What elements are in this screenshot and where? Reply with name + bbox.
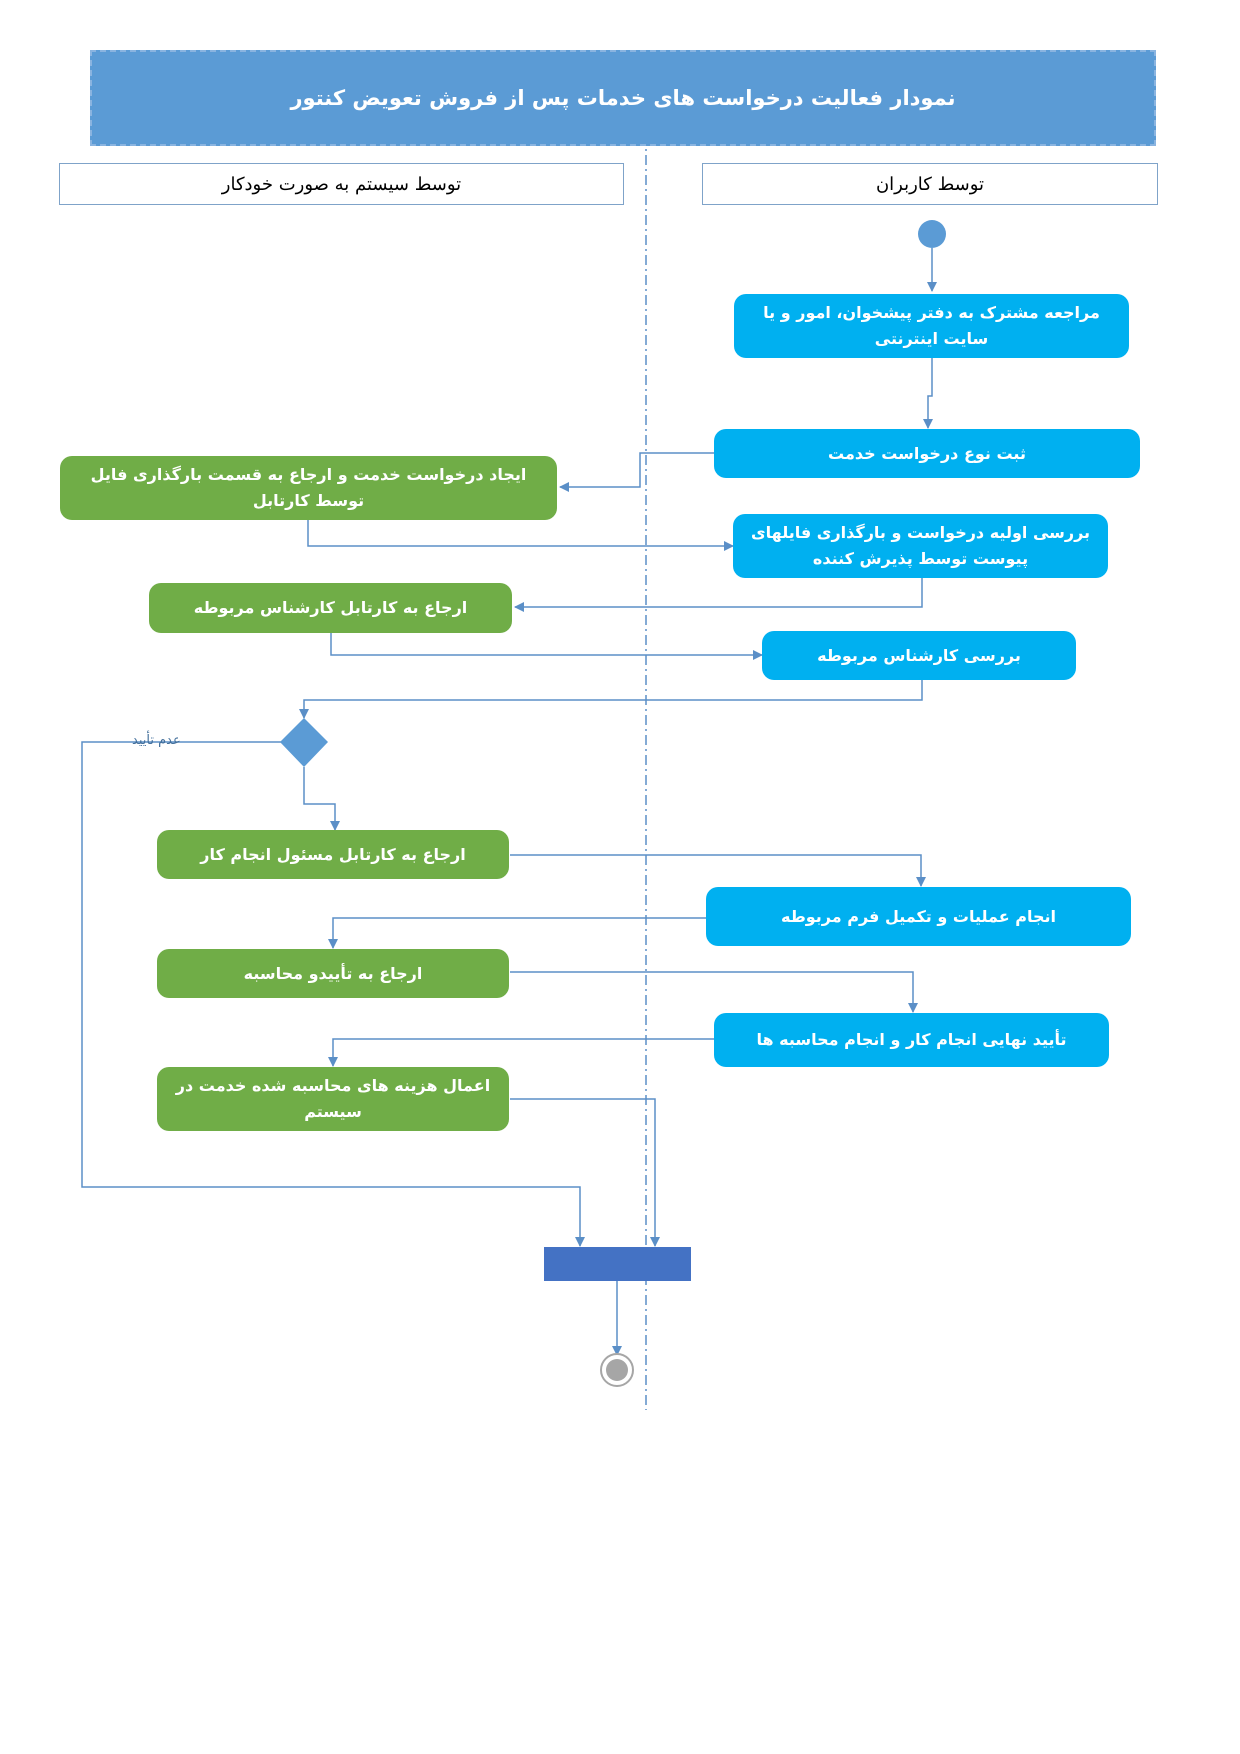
lane-label-system: توسط سیستم به صورت خودکار [221,173,462,195]
diagram-title-bar: نمودار فعالیت درخواست های خدمات پس از فر… [90,50,1156,146]
lane-header-users: توسط کاربران [702,163,1158,205]
activity-create-request: ایجاد درخواست خدمت و ارجاع به قسمت بارگذ… [60,456,557,520]
join-bar [544,1247,691,1281]
diagram-title: نمودار فعالیت درخواست های خدمات پس از فر… [290,86,956,110]
activity-label: ارجاع به کارتابل کارشناس مربوطه [193,598,468,617]
activity-label: ارجاع به کارتابل مسئول انجام کار [200,844,466,864]
activity-label: ثبت نوع درخواست خدمت [828,443,1026,463]
decision-reject-label: عدم تأیید [132,733,181,748]
arrow-operations-to-approval [328,917,708,949]
activity-visit-office: مراجعه مشترک به دفتر پیشخوان، امور و یا … [734,294,1129,358]
activity-expert-review: بررسی کارشناس مربوطه [762,631,1076,680]
arrow-reject-to-join [81,741,585,1247]
activity-label: بررسی اولیه درخواست و بارگذاری فایلهای پ… [750,523,1091,568]
activity-label: اعمال هزینه های محاسبه شده خدمت در سیستم [175,1076,491,1121]
arrow-visit-to-register [923,358,933,429]
activity-refer-approval: ارجاع به تأییدو محاسبه [157,949,509,998]
activity-do-operations: انجام عملیات و تکمیل فرم مربوطه [706,887,1131,946]
lane-label-users: توسط کاربران [875,173,985,195]
activity-apply-costs: اعمال هزینه های محاسبه شده خدمت در سیستم [157,1067,509,1131]
activity-label: ارجاع به تأییدو محاسبه [243,963,423,983]
arrow-refer-to-expert-review [330,633,763,660]
activity-label: تأیید نهایی انجام کار و انجام محاسبه ها [756,1030,1067,1049]
arrow-costs-to-join [510,1098,660,1247]
arrow-review-to-refer-expert [514,578,923,612]
lane-header-system: توسط سیستم به صورت خودکار [59,163,624,205]
end-node-inner [606,1359,628,1381]
activity-label: مراجعه مشترک به دفتر پیشخوان، امور و یا … [763,303,1100,348]
connector-arrows [81,248,937,1356]
activity-refer-expert: ارجاع به کارتابل کارشناس مربوطه [149,583,512,633]
arrow-final-to-costs [328,1038,716,1067]
activity-refer-responsible: ارجاع به کارتابل مسئول انجام کار [157,830,509,879]
activity-register-type: ثبت نوع درخواست خدمت [714,429,1140,478]
activity-label: انجام عملیات و تکمیل فرم مربوطه [780,906,1057,926]
decision-diamond [280,718,328,767]
arrow-register-to-create [559,452,716,492]
arrow-create-to-review [307,520,734,551]
arrow-expert-review-to-decision [299,680,923,719]
arrow-responsible-to-operations [510,854,926,887]
activity-final-approval: تأیید نهایی انجام کار و انجام محاسبه ها [714,1013,1109,1067]
arrow-approval-to-final [510,971,918,1013]
activity-initial-review: بررسی اولیه درخواست و بارگذاری فایلهای پ… [733,514,1108,578]
start-node [918,220,946,248]
arrow-decision-to-responsible [303,767,340,831]
activity-label: ایجاد درخواست خدمت و ارجاع به قسمت بارگذ… [90,465,527,510]
activity-label: بررسی کارشناس مربوطه [817,645,1021,665]
